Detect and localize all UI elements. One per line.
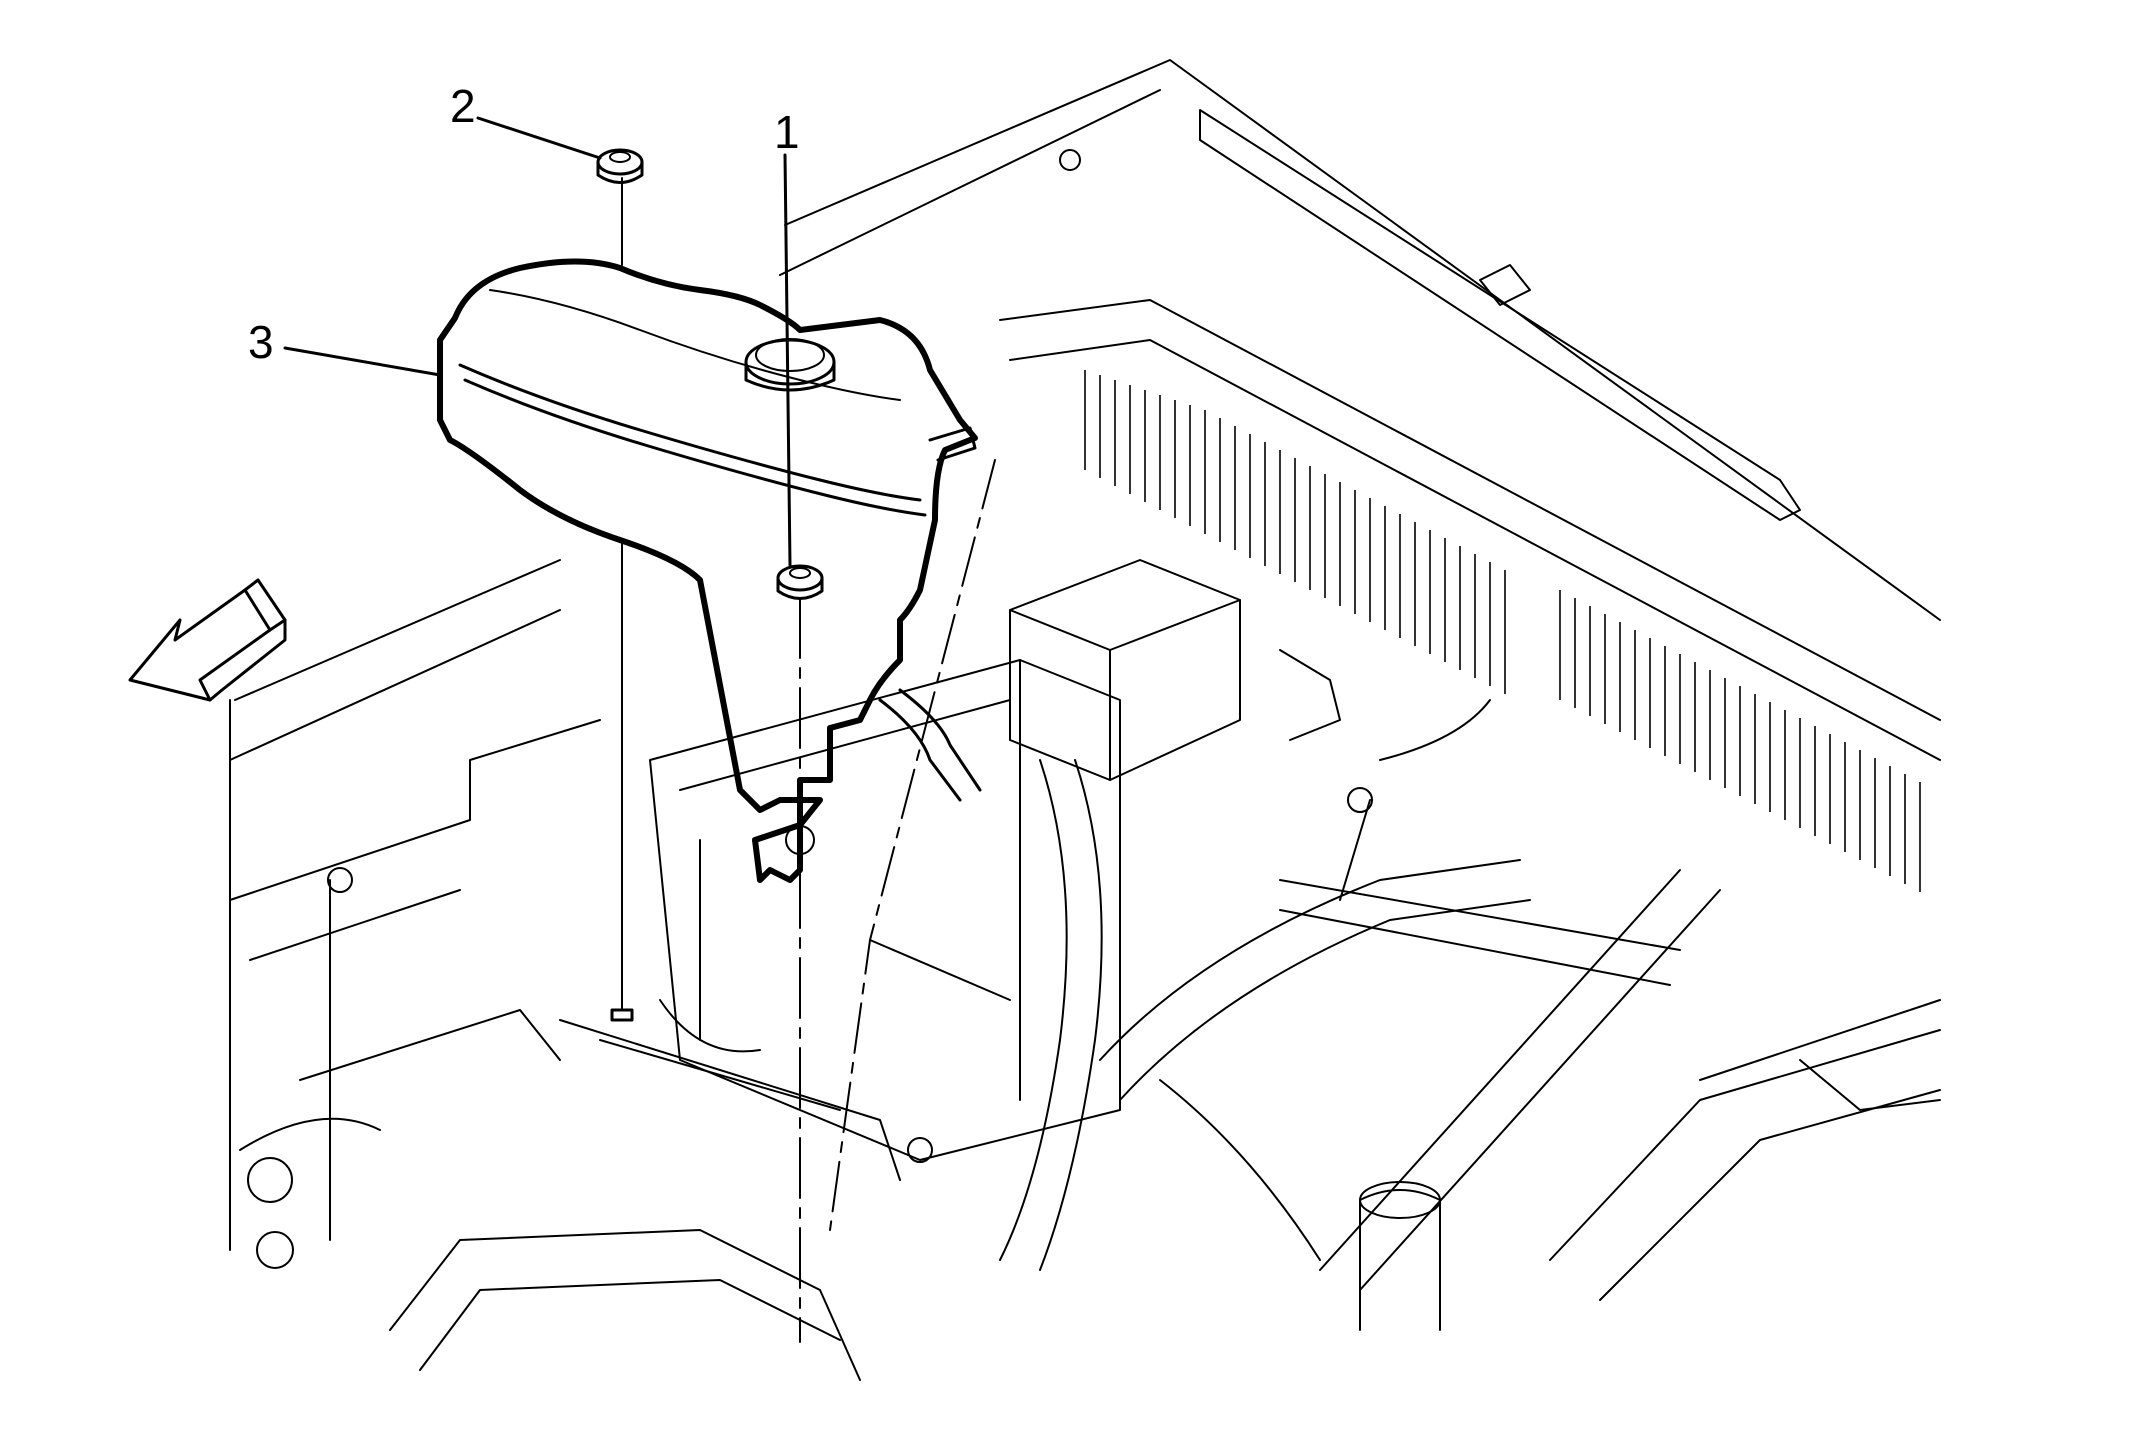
alignment-lines bbox=[829, 459, 1011, 1231]
callout-2: 2 bbox=[450, 80, 476, 132]
leader-lines bbox=[283, 116, 792, 567]
callout-1: 1 bbox=[774, 106, 800, 158]
coolant-reservoir bbox=[437, 258, 982, 883]
front-direction-arrow-icon bbox=[128, 578, 287, 702]
bolt-fastener bbox=[776, 564, 824, 1343]
callout-3: 3 bbox=[248, 316, 274, 368]
engine-bay-background bbox=[229, 59, 1941, 1381]
nut-fastener bbox=[596, 148, 644, 1022]
cowl-vent-hatching bbox=[1084, 370, 1921, 892]
